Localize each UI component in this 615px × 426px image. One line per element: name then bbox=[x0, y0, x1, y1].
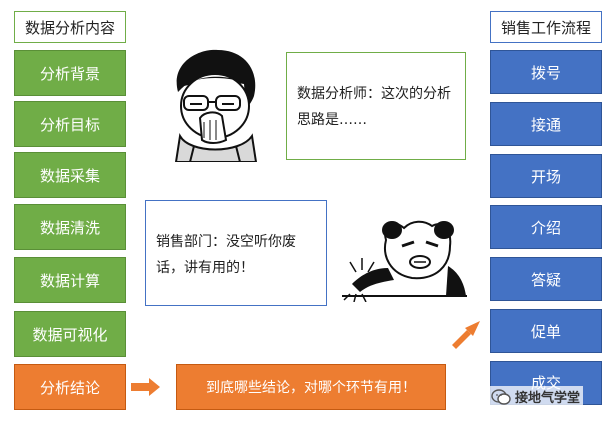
watermark-text: 接地气学堂 bbox=[515, 391, 581, 406]
sales-step-close-push: 促单 bbox=[490, 309, 602, 353]
sales-step-qa: 答疑 bbox=[490, 257, 602, 301]
analysis-conclusion-box: 分析结论 bbox=[14, 364, 126, 410]
watermark: 接地气学堂 bbox=[488, 386, 584, 407]
sales-step-dial: 拨号 bbox=[490, 50, 602, 94]
sales-workflow-header: 销售工作流程 bbox=[490, 11, 602, 43]
sales-step-opening: 开场 bbox=[490, 154, 602, 198]
up-right-arrow-icon bbox=[452, 321, 480, 349]
analysis-step-computation: 数据计算 bbox=[14, 257, 126, 303]
analysis-step-background: 分析背景 bbox=[14, 50, 126, 96]
analyst-speech-bubble: 数据分析师：这次的分析思路是…… bbox=[286, 52, 466, 160]
sales-step-introduction: 介绍 bbox=[490, 205, 602, 249]
analysis-step-cleaning: 数据清洗 bbox=[14, 204, 126, 250]
analysis-step-goal: 分析目标 bbox=[14, 101, 126, 147]
analysis-content-header: 数据分析内容 bbox=[14, 11, 126, 43]
panda-slapping-table-illustration bbox=[342, 220, 467, 302]
analysis-step-visualization: 数据可视化 bbox=[14, 311, 126, 357]
girl-cartoon-illustration bbox=[174, 49, 258, 162]
sales-step-connect: 接通 bbox=[490, 102, 602, 146]
conclusion-note-box: 到底哪些结论，对哪个环节有用！ bbox=[176, 364, 446, 410]
right-arrow-icon bbox=[131, 378, 160, 396]
analysis-step-collection: 数据采集 bbox=[14, 152, 126, 198]
sales-speech-bubble: 销售部门：没空听你废话，讲有用的！ bbox=[145, 200, 327, 306]
wechat-icon bbox=[491, 388, 511, 405]
